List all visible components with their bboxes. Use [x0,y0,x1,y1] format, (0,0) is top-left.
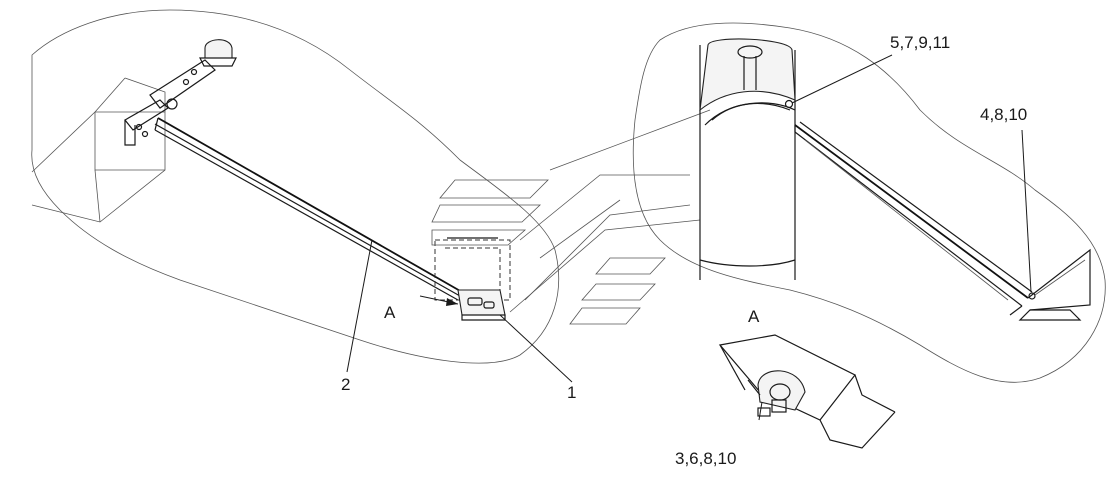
left-breakout-outline [31,9,560,364]
upper-bracket [124,39,237,146]
lower-mount [434,237,511,321]
view-arrow-label: A [384,303,396,322]
detail-view-a [718,334,896,449]
tie-bar-part-2 [154,117,463,301]
right-channel [794,121,1033,316]
left-wall-block [31,111,166,223]
vertical-post [699,38,796,280]
left-wall-edge [94,112,165,171]
detail-view-title: A [748,307,760,326]
left-wall-edge-2 [94,169,101,223]
ghost-steps [431,109,711,325]
view-arrow-a [419,295,459,306]
callout-part-1: 1 [567,383,576,402]
callout-items-3-6-8-10: 3,6,8,10 [675,449,736,468]
callout-items-4-8-10: 4,8,10 [980,105,1027,124]
right-end-bracket [1018,248,1091,321]
callout-part-2: 2 [341,375,350,394]
left-wall-corner-2 [94,77,126,113]
callout-items-5-7-9-11: 5,7,9,11 [890,33,950,52]
leader-lines [346,54,1032,421]
right-breakout-outline [632,22,1106,383]
